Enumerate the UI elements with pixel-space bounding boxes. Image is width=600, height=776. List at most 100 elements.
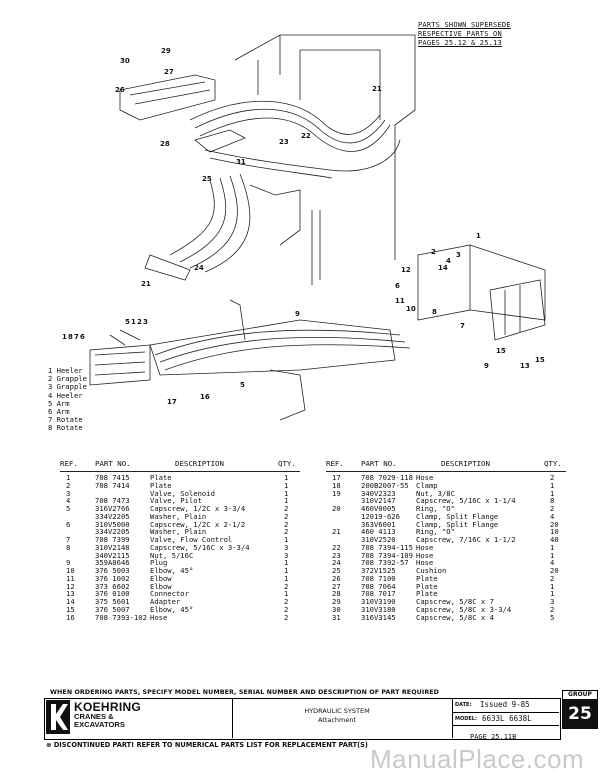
callout: 1 [131,318,136,326]
qty-cell: 1 [284,535,289,544]
ref-cell: 6 [66,519,71,529]
part-no-cell: 334V2205 [95,511,130,521]
description-cell: Nut, 3/8C [416,488,455,498]
legend-item: 5 Arm [48,398,70,408]
part-no-cell: 460 4113 [361,527,396,537]
callout: 13 [520,362,530,370]
supersede-note: PARTS SHOWN SUPERSEDE RESPECTIVE PARTS O… [418,21,511,48]
ref-cell: 14 [66,597,75,606]
qty-cell: 2 [550,504,555,513]
description-cell: Valve, Flow Control [150,535,233,544]
logo-text: KOEHRING CRANES & EXCAVATORS [74,701,141,729]
qty-cell: 2 [550,473,555,482]
qty-cell: 3 [550,597,555,606]
legend-item: 3 Grapple [48,382,87,392]
qty-cell: 40 [550,535,559,544]
qty-cell: 20 [550,566,559,575]
part-no-cell: 376 5003 [95,566,130,575]
callout: 25 [202,175,212,183]
part-no-cell: 334V2205 [95,527,130,537]
callout: 3 [456,251,461,259]
header-part-no: PART NO. [361,459,397,468]
part-no-cell: 376 0100 [95,589,130,599]
callout: 8 [432,308,437,316]
qty-cell: 1 [284,488,289,498]
qty-cell: 5 [550,612,555,622]
discontinued-note: ⊗ DISCONTINUED PART! REFER TO NUMERICAL … [46,741,368,749]
description-cell: Washer, Plain [150,511,207,521]
model-label: MODEL: [455,716,477,722]
logo-line3: EXCAVATORS [74,720,125,729]
callout: 17 [167,398,177,406]
description-cell: Plug [150,558,168,568]
description-cell: Ring, "O" [416,504,455,513]
part-no-cell: 372V1525 [361,566,396,575]
table-header-right: REF. PART NO. DESCRIPTION QTY. [326,460,566,469]
part-no-cell: 376 5007 [95,604,130,614]
qty-cell: 3 [284,542,289,552]
qty-cell: 1 [284,480,289,490]
header-qty: QTY. [278,459,296,468]
part-no-cell: 310V5000 [95,519,130,529]
drawing-title: HYDRAULIC SYSTEM Attachment [262,707,412,725]
description-cell: Capscrew, 7/16C x 1-1/2 [416,535,516,544]
callout: 27 [164,68,174,76]
part-no-cell: 310V3190 [361,597,396,606]
callout: 10 [406,305,416,313]
callout: 6 [395,282,400,290]
qty-cell: 1 [550,581,555,591]
qty-cell: 2 [550,573,555,583]
legend: 1 Heeler 2 Grapple 3 Grapple 4 Heeler 5 … [48,366,87,433]
description-cell: Plate [150,473,172,482]
qty-cell: 1 [550,488,555,498]
callout: 16 [200,393,210,401]
qty-cell: 1 [284,573,289,583]
callout: 1 [62,333,67,341]
part-no-cell: 708 7017 [361,589,396,599]
ref-cell: 20 [332,504,341,513]
qty-cell: 1 [284,558,289,568]
qty-cell: 2 [284,527,289,537]
description-cell: Capscrew, 5/8C x 4 [416,612,494,622]
legend-item: 8 Rotate [48,423,83,433]
description-cell: Clamp, Split Flange [416,519,499,529]
description-cell: Adapter [150,597,181,606]
ref-cell: 18 [332,480,341,490]
ref-cell: 27 [332,581,341,591]
supersede-line: PARTS SHOWN SUPERSEDE [418,21,511,29]
header-part-no: PART NO. [95,459,131,468]
callout: 1 [476,232,481,240]
ref-cell: 19 [332,488,341,498]
callout: 5 [240,381,245,389]
ref-cell: 8 [66,542,71,552]
part-no-cell: 310V3180 [361,604,396,614]
supersede-line: PAGES 25.12 & 25.13 [418,39,502,47]
callout: 30 [120,57,130,65]
description-cell: Capscrew, 1/2C x 3-3/4 [150,504,246,513]
callout: 21 [372,85,382,93]
description-cell: Hose [416,550,434,560]
hydraulic-diagram [89,34,546,421]
description-cell: Elbow [150,581,172,591]
ref-cell: 7 [66,535,71,544]
qty-cell: 2 [284,597,289,606]
qty-cell: 2 [284,511,289,521]
qty-cell: 2 [284,604,289,614]
header-description: DESCRIPTION [441,459,490,468]
callout: 8 [68,333,73,341]
